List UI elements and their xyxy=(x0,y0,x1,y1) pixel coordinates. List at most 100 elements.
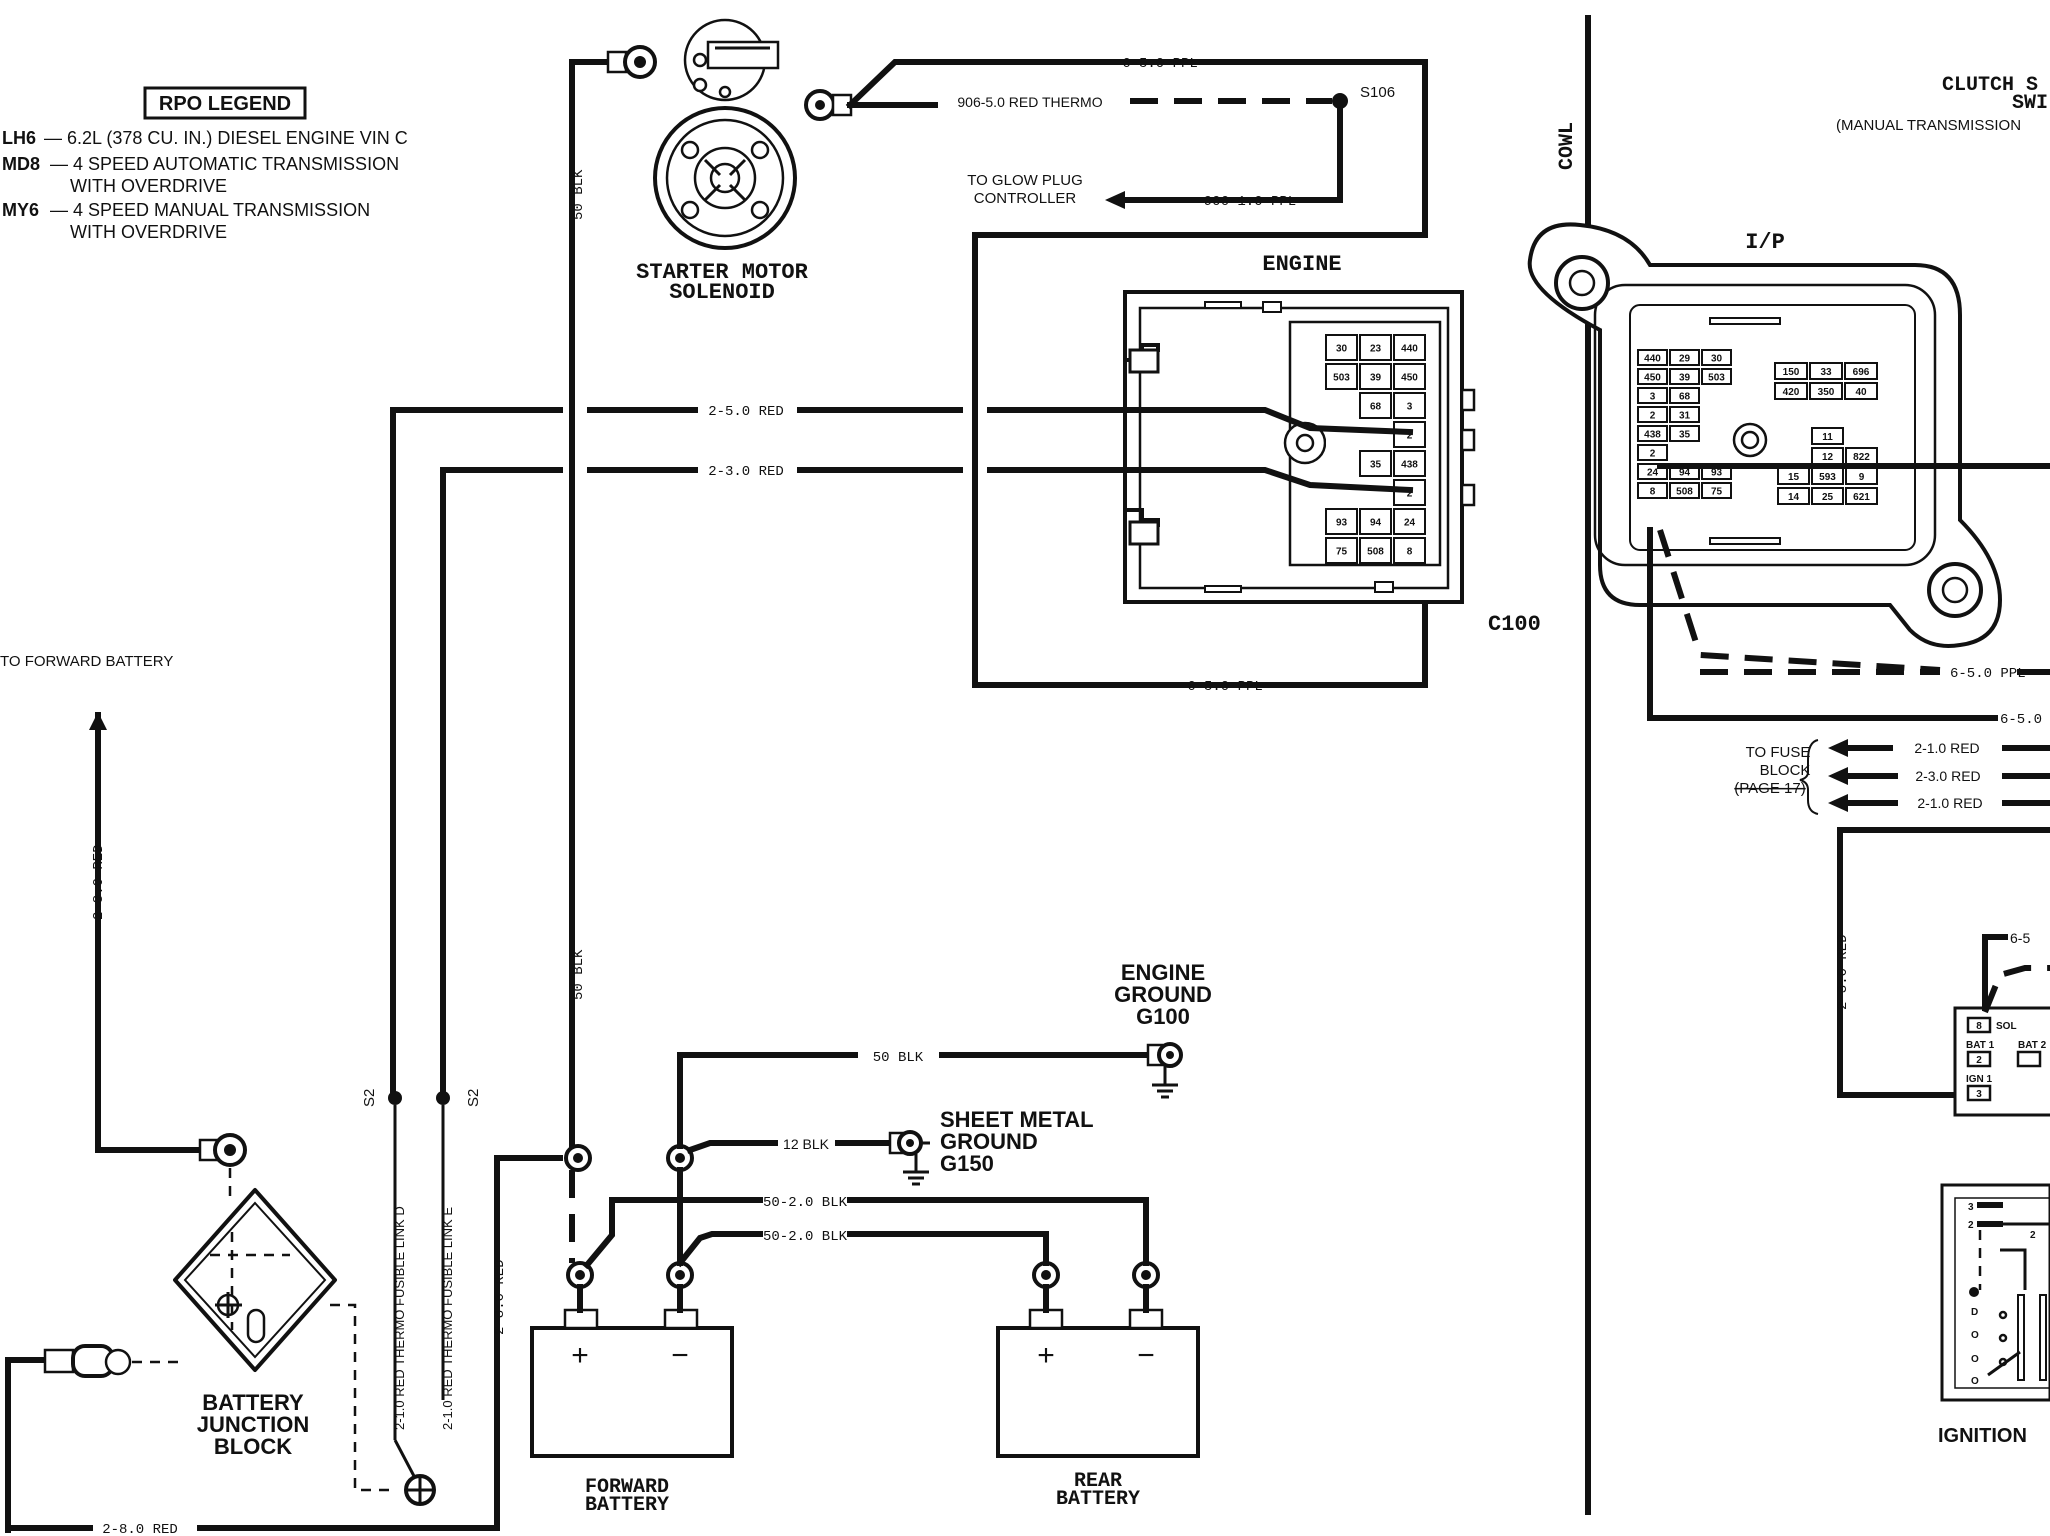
engine-pin-cell xyxy=(1325,363,1358,390)
ip-pin-right-top-label: 420 xyxy=(1783,387,1800,398)
ip-pin-right-top-cell xyxy=(1774,382,1808,400)
ip-pin-right-bottom-label: 593 xyxy=(1819,472,1836,483)
engine-pin-cell xyxy=(1393,537,1426,564)
forward-battery-plus: + xyxy=(571,1339,589,1372)
ip-pin-right-top-cell xyxy=(1844,362,1878,380)
clutch-label-2: SWI xyxy=(2012,92,2048,115)
ip-pin-left-cell xyxy=(1701,368,1732,385)
engine-ground-g100 xyxy=(1146,1042,1183,1099)
legend-desc-2b: WITH OVERDRIVE xyxy=(70,176,227,196)
wire-label-2-1-red-a: 2-1.0 RED xyxy=(1914,740,1979,756)
ignition-connector: 6-5 8 SOL BAT 1 BAT 2 2 IGN 1 3 xyxy=(1953,930,2050,1117)
wire-label-50-blk-upper: 50 BLK xyxy=(571,169,587,220)
ip-pin-left-label: 503 xyxy=(1708,373,1725,384)
ip-pin-left-cell xyxy=(1669,349,1700,366)
ign-pin-2: 2 xyxy=(1976,1055,1982,1066)
ip-pin-left-cell xyxy=(1637,482,1668,499)
rear-battery-label-1: REAR xyxy=(1074,1470,1122,1493)
ip-pin-left-label: 93 xyxy=(1711,468,1723,479)
sheet-metal-ground-label-2: GROUND xyxy=(940,1129,1038,1154)
ip-pin-left-label: 94 xyxy=(1679,468,1691,479)
glow-plug-label-1: TO GLOW PLUG xyxy=(967,172,1083,189)
splice-s106-label: S106 xyxy=(1360,84,1395,101)
ip-pin-right-top-label: 40 xyxy=(1855,387,1867,398)
engine-pin-label: 75 xyxy=(1336,547,1348,558)
manual-trans-note: (MANUAL TRANSMISSION xyxy=(1836,117,2021,134)
wire-label-fusible-d: 2-1.0 RED THERMO FUSIBLE LINK D xyxy=(392,1206,407,1430)
engine-pin-cell xyxy=(1359,363,1392,390)
engine-pin-cell xyxy=(1359,334,1392,361)
forward-battery: + − xyxy=(530,1308,734,1458)
ip-pin-left-label: 438 xyxy=(1644,430,1661,441)
c100-label: C100 xyxy=(1488,612,1541,637)
rpo-legend: RPO LEGEND LH6 — 6.2L (378 CU. IN.) DIES… xyxy=(2,86,408,242)
engine-pin-label: 440 xyxy=(1401,344,1418,355)
forward-battery-label-1: FORWARD xyxy=(585,1476,669,1499)
wire-2-3-red-engine xyxy=(1232,467,1414,494)
engine-pin-label: 30 xyxy=(1336,344,1348,355)
wire-label-906-1-ppl: 906-1.0 PPL xyxy=(1204,194,1296,210)
engine-pin-cell xyxy=(1326,422,1357,447)
svg-text:O: O xyxy=(1971,1330,1979,1341)
ip-pin-left-cell xyxy=(1637,406,1668,423)
wire-2-5-red-left xyxy=(390,407,563,1098)
wire-6-5-ppl-right-solid xyxy=(1647,527,1998,721)
legend-code-2: MD8 xyxy=(2,154,40,174)
ign-pin-sol: SOL xyxy=(1996,1021,2017,1032)
engine-pin-label: 438 xyxy=(1401,460,1418,471)
ip-pin-left-label: 29 xyxy=(1679,354,1691,365)
ip-pin-left-label: 2 xyxy=(1650,449,1656,460)
svg-text:O: O xyxy=(1971,1376,1979,1387)
splice-s2a-label: S2 xyxy=(361,1089,378,1107)
engine-pin-label: 24 xyxy=(1404,518,1416,529)
engine-label: ENGINE xyxy=(1262,252,1341,277)
wire-label-2-3-red-b: 2-3.0 RED xyxy=(1915,768,1980,784)
sheet-metal-ground-label-1: SHEET METAL xyxy=(940,1107,1094,1132)
ip-pin-right-bottom-cell xyxy=(1777,487,1810,505)
engine-ground-label-1: ENGINE xyxy=(1121,960,1205,985)
ip-pin-left-label: 440 xyxy=(1644,354,1661,365)
ip-pin-right-bottom-label: 621 xyxy=(1853,492,1870,503)
engine-pin-cell xyxy=(1359,508,1392,535)
wire-6-5-ppl-right-dashed xyxy=(1657,529,1941,673)
starter-solenoid: STARTER MOTOR SOLENOID xyxy=(636,18,809,305)
cowl-label: COWL xyxy=(1556,122,1579,170)
engine-pin-cell xyxy=(1393,392,1426,419)
ip-pin-left-cell xyxy=(1702,388,1731,403)
forward-battery-label-2: BATTERY xyxy=(585,1494,669,1517)
ip-pin-left-cell xyxy=(1701,349,1732,366)
ip-pin-right-bottom-cell xyxy=(1845,487,1878,505)
ip-pin-left-label: 75 xyxy=(1711,487,1723,498)
forward-battery-minus: − xyxy=(671,1339,689,1372)
engine-pin-cell xyxy=(1359,450,1392,477)
wire-label-6-5-ppl-top: 6-5.0 PPL xyxy=(1122,56,1198,72)
to-forward-battery-label: TO FORWARD BATTERY xyxy=(0,653,173,670)
ip-pin-right-bottom-label: 15 xyxy=(1788,472,1800,483)
ip-pin-left-cell xyxy=(1702,407,1731,422)
ign-pin-ign1: IGN 1 xyxy=(1966,1074,1993,1085)
wire-label-2-5-red: 2-5.0 RED xyxy=(708,404,784,420)
glow-plug-label-2: CONTROLLER xyxy=(974,190,1077,207)
ip-pin-left-label: 2 xyxy=(1650,411,1656,422)
ip-pin-right-top-label: 696 xyxy=(1853,367,1870,378)
ip-pin-left-label: 450 xyxy=(1644,373,1661,384)
engine-pin-label: 2 xyxy=(1407,489,1413,500)
legend-desc-3: — 4 SPEED MANUAL TRANSMISSION xyxy=(50,200,370,220)
legend-desc-2: — 4 SPEED AUTOMATIC TRANSMISSION xyxy=(50,154,399,174)
wire-2-5-red-engine xyxy=(1232,407,1414,436)
ign-pin-3: 3 xyxy=(1976,1089,1982,1100)
solenoid-label-2: SOLENOID xyxy=(669,280,775,305)
ip-pin-left-cell xyxy=(1670,445,1699,460)
ip-pin-right-top-label: 33 xyxy=(1820,367,1832,378)
ip-pin-right-bottom-label: 14 xyxy=(1788,492,1800,503)
fuse-block-brace xyxy=(1799,739,1819,815)
ip-pin-left-label: 35 xyxy=(1679,430,1691,441)
engine-pin-cell xyxy=(1393,334,1426,361)
wire-2-3-red-left xyxy=(440,467,563,1098)
ip-pin-right-bottom-cell xyxy=(1811,487,1844,505)
